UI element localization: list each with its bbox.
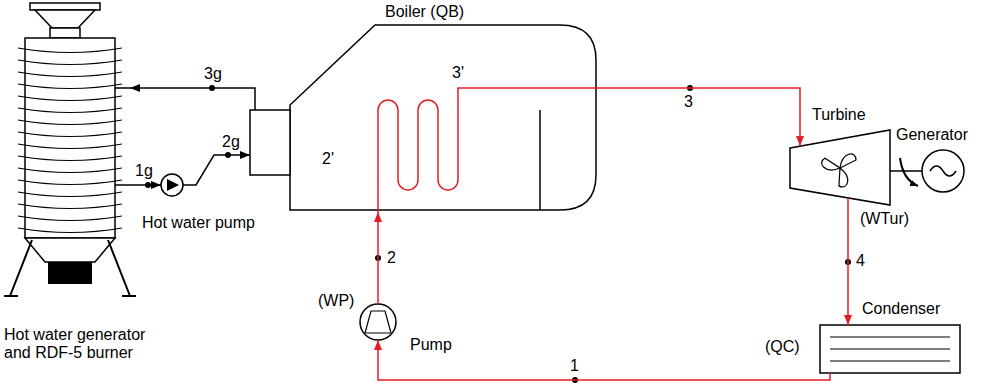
working-fluid-line (377, 212, 379, 304)
burner-funnel (25, 238, 115, 262)
hot-water-generator: Hot water generator and RDF-5 burner (5, 2, 130, 300)
turbine-blade (820, 154, 840, 175)
state-point-number: 3' (452, 64, 464, 82)
node-label: (WTur) (860, 210, 909, 228)
turbine-blade (832, 168, 852, 189)
feed-hopper (35, 10, 95, 28)
pipe-stub (250, 88, 255, 110)
node-label: Hot water generator and RDF-5 burner (4, 326, 174, 363)
hot-water-pump: Hot water pump (161, 174, 183, 196)
feed-pump: Pump(WP) (360, 304, 396, 340)
node-label: (WP) (318, 292, 354, 310)
node-label: Boiler (QB) (385, 3, 464, 21)
node-label: Generator (896, 126, 968, 144)
condenser-tubes (830, 337, 950, 361)
state-point-number: 4 (856, 252, 865, 270)
pipe-line (890, 170, 922, 172)
boiler: Boiler (QB) (250, 22, 596, 212)
hopper-rim (30, 3, 100, 10)
node-label: Pump (410, 336, 452, 354)
state-point-number: 2g (222, 133, 240, 151)
working-fluid-line (596, 88, 800, 146)
rotation-arrow (900, 158, 918, 186)
pump-symbol (365, 311, 391, 333)
node-label: Turbine (812, 106, 866, 124)
pipe-stub (115, 88, 130, 185)
state-point-number: 2 (387, 249, 396, 267)
generator: Generator (922, 150, 964, 192)
state-point-number: 3 (684, 93, 693, 111)
pump-symbol (360, 304, 396, 340)
turbine-blade (840, 154, 856, 168)
generator-symbol (922, 150, 964, 192)
state-point-number: 1g (135, 162, 153, 180)
node-label: Condenser (862, 300, 940, 318)
working-fluid-line (847, 198, 849, 325)
node-label: (QC) (765, 338, 800, 356)
turbine-symbol (790, 130, 890, 205)
node-label: Hot water pump (142, 214, 255, 232)
pipe-line (130, 184, 161, 186)
water-coil (18, 48, 122, 233)
hopper-neck (50, 28, 80, 38)
pipe-line (130, 87, 250, 89)
boiler-outline (290, 25, 596, 210)
turbine: Turbine(WTur) (790, 130, 890, 205)
condenser-box (820, 325, 960, 373)
generator-sine (930, 166, 956, 176)
connector-group (130, 88, 922, 380)
rdf-burner (48, 262, 92, 284)
boiler-inlet-box (250, 110, 290, 175)
pump-symbol (161, 174, 183, 196)
state-point-number: 1 (570, 357, 579, 375)
pipe-line (183, 155, 250, 185)
state-point-number: 3g (204, 65, 222, 83)
pump-symbol (167, 179, 179, 191)
condenser: Condenser(QC) (820, 325, 960, 373)
boiler-baffle (539, 110, 541, 210)
state-point-number: 2' (322, 150, 334, 168)
support-legs (4, 240, 136, 296)
boiler-coil (378, 88, 596, 212)
